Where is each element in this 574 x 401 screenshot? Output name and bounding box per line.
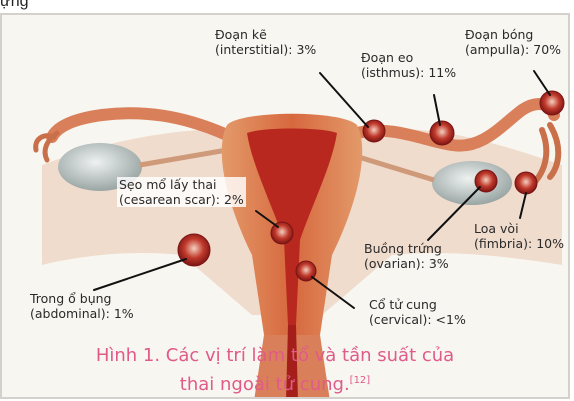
right-ovary — [432, 161, 512, 205]
ampulla-sac — [540, 91, 564, 115]
label-isthmus: Đoạn eo (isthmus): 11% — [361, 50, 456, 80]
figure-frame: Đoạn kẽ (interstitial): 3% Đoạn eo (isth… — [0, 13, 570, 399]
label-fimbria: Loa vòi (fimbria): 10% — [474, 221, 564, 251]
caption-reference: [12] — [350, 375, 371, 386]
label-ampulla: Đoạn bóng (ampulla): 70% — [465, 27, 561, 57]
abdominal-sac — [178, 234, 210, 266]
fimbria-sac — [515, 172, 537, 194]
cropped-top-text: ựng — [0, 0, 29, 11]
ectopic-pregnancy-illustration — [2, 15, 570, 399]
label-cesarean: Sẹo mổ lấy thai (cesarean scar): 2% — [117, 177, 246, 207]
label-abdominal: Trong ổ bụng (abdominal): 1% — [30, 291, 134, 321]
interstitial-sac — [363, 120, 385, 142]
figure-caption: Hình 1. Các vị trí làm tổ và tần suất củ… — [60, 343, 490, 397]
caption-line-2: thai ngoài tử cung.[12] — [60, 368, 490, 397]
label-ovarian: Buồng trứng (ovarian): 3% — [364, 241, 449, 271]
label-interstitial: Đoạn kẽ (interstitial): 3% — [215, 27, 316, 57]
left-fimbriae — [36, 133, 57, 160]
isthmus-sac — [430, 121, 454, 145]
leader-abdominal — [94, 259, 186, 290]
leader-isthmus — [434, 95, 440, 125]
caption-line-1: Hình 1. Các vị trí làm tổ và tần suất củ… — [60, 343, 490, 368]
label-cervical: Cổ tử cung (cervical): <1% — [369, 297, 466, 327]
leader-ampulla — [534, 71, 550, 95]
